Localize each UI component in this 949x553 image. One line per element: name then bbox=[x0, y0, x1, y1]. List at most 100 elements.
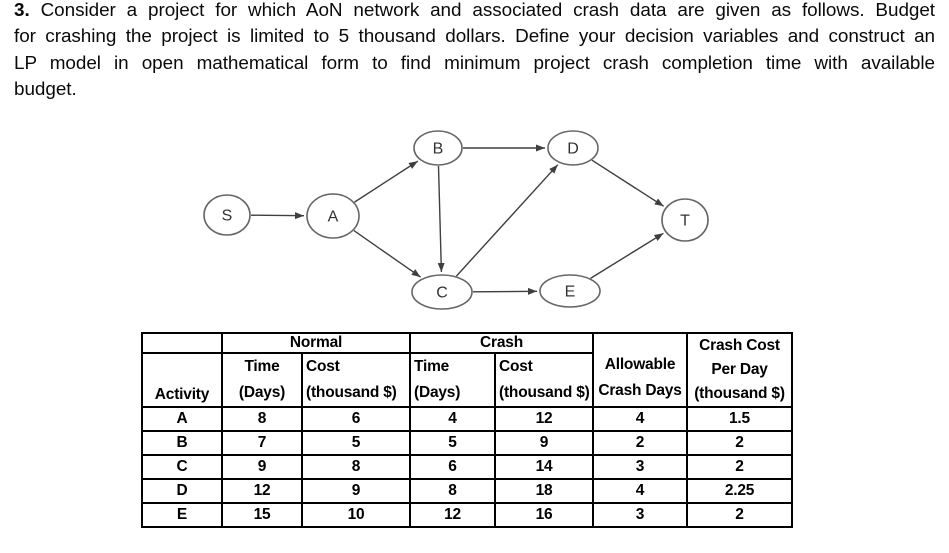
cell-allowable: 3 bbox=[592, 454, 688, 480]
cell-activity: B bbox=[141, 430, 223, 456]
cell-normal_time: 9 bbox=[221, 454, 303, 480]
header-line: Allowable bbox=[604, 356, 676, 373]
header-group-normal: Normal bbox=[221, 332, 411, 354]
node-label-E: E bbox=[565, 284, 576, 301]
cell-crash_cost: 18 bbox=[494, 478, 594, 504]
node-label-D: D bbox=[567, 141, 579, 158]
edge-D-T bbox=[591, 159, 665, 207]
crash-table-header: Normal Crash Allowable Crash Days Crash … bbox=[141, 332, 793, 408]
node-label-B: B bbox=[433, 141, 444, 158]
header-line: (thousand $) bbox=[306, 384, 397, 401]
edge-C-D bbox=[455, 164, 559, 277]
header-normal-time: Time (Days) bbox=[221, 352, 303, 408]
cell-normal_time: 7 bbox=[221, 430, 303, 456]
header-line: (Days) bbox=[414, 384, 461, 401]
cell-normal_time: 8 bbox=[221, 406, 303, 432]
diagram-nodes: S A B C D E T bbox=[203, 130, 709, 310]
cell-normal_cost: 5 bbox=[301, 430, 411, 456]
header-line: Cost bbox=[499, 358, 533, 375]
cell-allowable: 4 bbox=[592, 406, 688, 432]
cell-ccpd: 2 bbox=[686, 454, 793, 480]
cell-crash_time: 5 bbox=[409, 430, 496, 456]
problem-statement: 3. Consider a project for which AoN netw… bbox=[14, 0, 935, 104]
node-B: B bbox=[413, 130, 463, 166]
header-line: (thousand $) bbox=[499, 384, 590, 401]
cell-crash_cost: 16 bbox=[494, 502, 594, 528]
node-label-T: T bbox=[680, 213, 690, 230]
cell-ccpd: 2.25 bbox=[686, 478, 793, 504]
cell-normal_cost: 9 bbox=[301, 478, 411, 504]
header-line: (thousand $) bbox=[694, 385, 785, 402]
edge-A-C bbox=[353, 230, 422, 278]
header-normal-cost: Cost (thousand $) bbox=[301, 352, 411, 408]
node-D: D bbox=[547, 130, 599, 166]
diagram-edges bbox=[250, 144, 665, 295]
cell-activity: A bbox=[141, 406, 223, 432]
node-ellipse-S bbox=[203, 194, 251, 236]
problem-line: budget. bbox=[14, 79, 77, 101]
header-row-columns: Activity Time (Days) Cost (thousand $) T… bbox=[141, 352, 792, 408]
node-ellipse-E bbox=[539, 274, 601, 308]
node-ellipse-D bbox=[547, 130, 599, 166]
edge-A-B bbox=[354, 160, 419, 203]
node-S: S bbox=[203, 194, 251, 236]
cell-allowable: 2 bbox=[592, 430, 688, 456]
header-allowable-crash-days: Allowable Crash Days bbox=[592, 332, 688, 408]
cell-normal_time: 15 bbox=[221, 502, 303, 528]
header-line: Time bbox=[414, 358, 450, 375]
edge-B-C bbox=[437, 165, 445, 273]
node-label-A: A bbox=[328, 209, 339, 226]
cell-ccpd: 2 bbox=[686, 430, 793, 456]
header-line: (Days) bbox=[238, 384, 286, 401]
header-line: Crash Cost bbox=[699, 337, 780, 354]
node-E: E bbox=[539, 274, 601, 308]
crash-data-table: Normal Crash Allowable Crash Days Crash … bbox=[141, 332, 793, 528]
cell-crash_time: 12 bbox=[409, 502, 496, 528]
header-group-crash: Crash bbox=[409, 332, 594, 354]
cell-allowable: 4 bbox=[592, 478, 688, 504]
problem-line: LP model in open mathematical form to fi… bbox=[14, 52, 935, 74]
node-label-S: S bbox=[222, 208, 233, 225]
cell-activity: C bbox=[141, 454, 223, 480]
cell-normal_time: 12 bbox=[221, 478, 303, 504]
header-row-groups: Normal Crash Allowable Crash Days Crash … bbox=[141, 332, 793, 408]
node-T: T bbox=[661, 198, 709, 242]
cell-crash_time: 8 bbox=[409, 478, 496, 504]
node-ellipse-T bbox=[661, 198, 709, 242]
cell-crash_time: 6 bbox=[409, 454, 496, 480]
header-line: Per Day bbox=[711, 361, 768, 378]
node-A: A bbox=[306, 193, 360, 239]
node-C: C bbox=[411, 274, 473, 310]
cell-normal_cost: 10 bbox=[301, 502, 411, 528]
header-line: Crash Days bbox=[598, 382, 682, 399]
cell-normal_cost: 8 bbox=[301, 454, 411, 480]
header-crash-time: Time (Days) bbox=[409, 352, 496, 408]
cell-activity: E bbox=[141, 502, 223, 528]
cell-crash_cost: 12 bbox=[494, 406, 594, 432]
edge-E-T bbox=[590, 232, 664, 279]
problem-line: 3. Consider a project for which AoN netw… bbox=[14, 0, 935, 24]
problem-text: Consider a project for which AoN network… bbox=[40, 0, 936, 21]
edge-S-A bbox=[250, 212, 305, 220]
cell-ccpd: 1.5 bbox=[686, 406, 793, 432]
cell-normal_cost: 6 bbox=[301, 406, 411, 432]
cell-activity: D bbox=[141, 478, 223, 504]
header-crash-cost: Cost (thousand $) bbox=[494, 352, 594, 408]
node-ellipse-B bbox=[413, 130, 463, 166]
node-label-C: C bbox=[436, 285, 448, 302]
problem-line: for crashing the project is limited to 5… bbox=[14, 26, 935, 48]
cell-crash_cost: 9 bbox=[494, 430, 594, 456]
cell-crash_cost: 14 bbox=[494, 454, 594, 480]
header-activity: Activity bbox=[141, 352, 223, 408]
header-crash-cost-per-day: Crash Cost Per Day (thousand $) bbox=[686, 332, 793, 408]
node-ellipse-A bbox=[306, 193, 360, 239]
header-line: Cost bbox=[306, 358, 340, 375]
node-ellipse-C bbox=[411, 274, 473, 310]
header-empty-cell bbox=[141, 332, 223, 354]
